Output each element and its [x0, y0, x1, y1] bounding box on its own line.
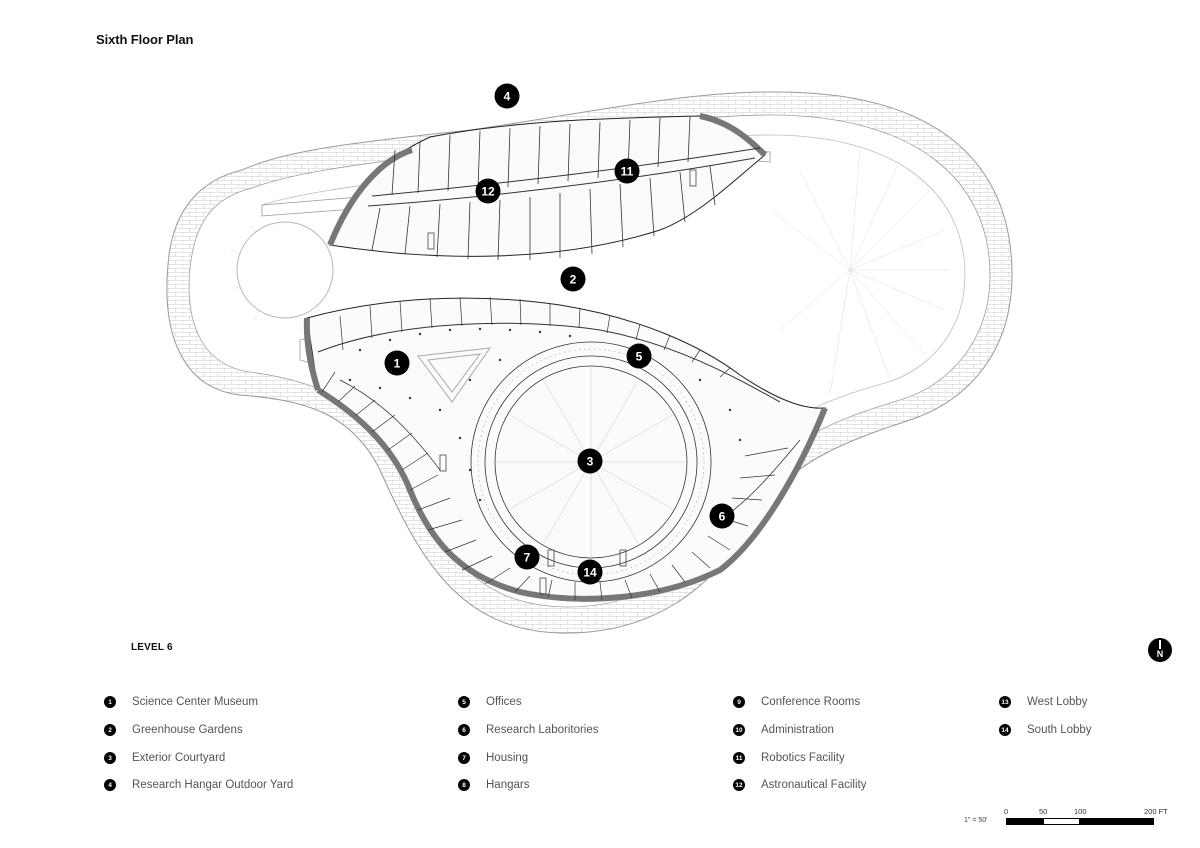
- plan-marker: 5: [626, 343, 652, 369]
- courtyard-radials: [495, 366, 687, 558]
- legend-number-badge: 9: [733, 696, 745, 708]
- legend-label: Offices: [486, 696, 522, 708]
- scale-tick-label: 50: [1039, 807, 1048, 816]
- legend-label: South Lobby: [1027, 724, 1092, 736]
- north-arrow-icon: N: [1148, 638, 1172, 662]
- plan-marker: 2: [560, 266, 586, 292]
- scale-tick-label: 0: [1004, 807, 1009, 816]
- svg-text:11: 11: [621, 165, 634, 179]
- legend-number-badge: 5: [458, 696, 470, 708]
- svg-text:1: 1: [394, 357, 401, 371]
- plan-marker: 3: [577, 448, 603, 474]
- legend-number-badge: 11: [733, 752, 745, 764]
- svg-text:7: 7: [524, 551, 531, 565]
- legend-label: Research Hangar Outdoor Yard: [132, 779, 294, 791]
- plan-marker: 12: [475, 178, 501, 204]
- legend-label: Science Center Museum: [132, 696, 258, 708]
- scale-note: 1" = 50': [964, 817, 988, 824]
- legend-number-badge: 13: [999, 696, 1011, 708]
- svg-text:2: 2: [570, 273, 577, 287]
- level-label: LEVEL 6: [131, 642, 173, 653]
- legend-label: Exterior Courtyard: [132, 752, 226, 764]
- legend-number-badge: 4: [104, 779, 116, 791]
- svg-text:4: 4: [504, 90, 511, 104]
- legend-item: 2 Greenhouse Gardens: [104, 722, 243, 738]
- legend-label: Robotics Facility: [761, 752, 845, 764]
- legend-item: 4 Research Hangar Outdoor Yard: [104, 777, 293, 793]
- legend-item: 9 Conference Rooms: [733, 694, 860, 710]
- legend-label: Research Laboritories: [486, 724, 599, 736]
- plan-marker: 6: [709, 503, 735, 529]
- legend-label: West Lobby: [1027, 696, 1088, 708]
- north-letter: N: [1156, 649, 1164, 659]
- south-main-building: [303, 296, 828, 602]
- plan-markers: 4 12 11 2 1 5 3 6: [384, 83, 735, 585]
- legend-number-badge: 12: [733, 779, 745, 791]
- svg-text:14: 14: [583, 566, 597, 580]
- legend-label: Astronautical Facility: [761, 779, 867, 791]
- legend-item: 10 Administration: [733, 722, 834, 738]
- plan-marker: 14: [577, 559, 603, 585]
- legend-item: 8 Hangars: [458, 777, 529, 793]
- column-grid: [348, 327, 742, 502]
- legend-number-badge: 6: [458, 724, 470, 736]
- legend-item: 1 Science Center Museum: [104, 694, 258, 710]
- legend-number-badge: 14: [999, 724, 1011, 736]
- legend-item: 6 Research Laboritories: [458, 722, 599, 738]
- legend-item: 13 West Lobby: [999, 694, 1088, 710]
- legend-number-badge: 8: [458, 779, 470, 791]
- north-leaf-building: [327, 113, 768, 261]
- legend-label: Administration: [761, 724, 834, 736]
- legend-item: 3 Exterior Courtyard: [104, 750, 225, 766]
- legend-item: 12 Astronautical Facility: [733, 777, 866, 793]
- svg-text:6: 6: [719, 510, 726, 524]
- legend-item: 7 Housing: [458, 750, 528, 766]
- scale-tick-label: 100: [1074, 807, 1087, 816]
- svg-text:5: 5: [636, 350, 643, 364]
- legend-item: 14 South Lobby: [999, 722, 1092, 738]
- legend-number-badge: 10: [733, 724, 745, 736]
- legend-number-badge: 3: [104, 752, 116, 764]
- legend-label: Greenhouse Gardens: [132, 724, 243, 736]
- scale-bar: [1006, 818, 1154, 825]
- plan-marker: 7: [514, 544, 540, 570]
- west-circle: [236, 221, 334, 319]
- plan-marker: 4: [494, 83, 520, 109]
- legend-label: Hangars: [486, 779, 530, 791]
- legend-number-badge: 1: [104, 696, 116, 708]
- legend-item: 5 Offices: [458, 694, 522, 710]
- scale-tick-label: 200 FT: [1144, 807, 1168, 816]
- legend-label: Conference Rooms: [761, 696, 861, 708]
- plan-marker: 1: [384, 350, 410, 376]
- legend-item: 11 Robotics Facility: [733, 750, 845, 766]
- triangle-feature: [417, 347, 492, 403]
- svg-text:3: 3: [587, 455, 594, 469]
- legend-label: Housing: [486, 752, 529, 764]
- plan-marker: 11: [614, 158, 640, 184]
- plan-title: Sixth Floor Plan: [96, 32, 194, 47]
- legend-number-badge: 2: [104, 724, 116, 736]
- svg-text:12: 12: [481, 185, 495, 199]
- floor-plan-drawing: 4 12 11 2 1 5 3 6: [166, 83, 1013, 634]
- legend-number-badge: 7: [458, 752, 470, 764]
